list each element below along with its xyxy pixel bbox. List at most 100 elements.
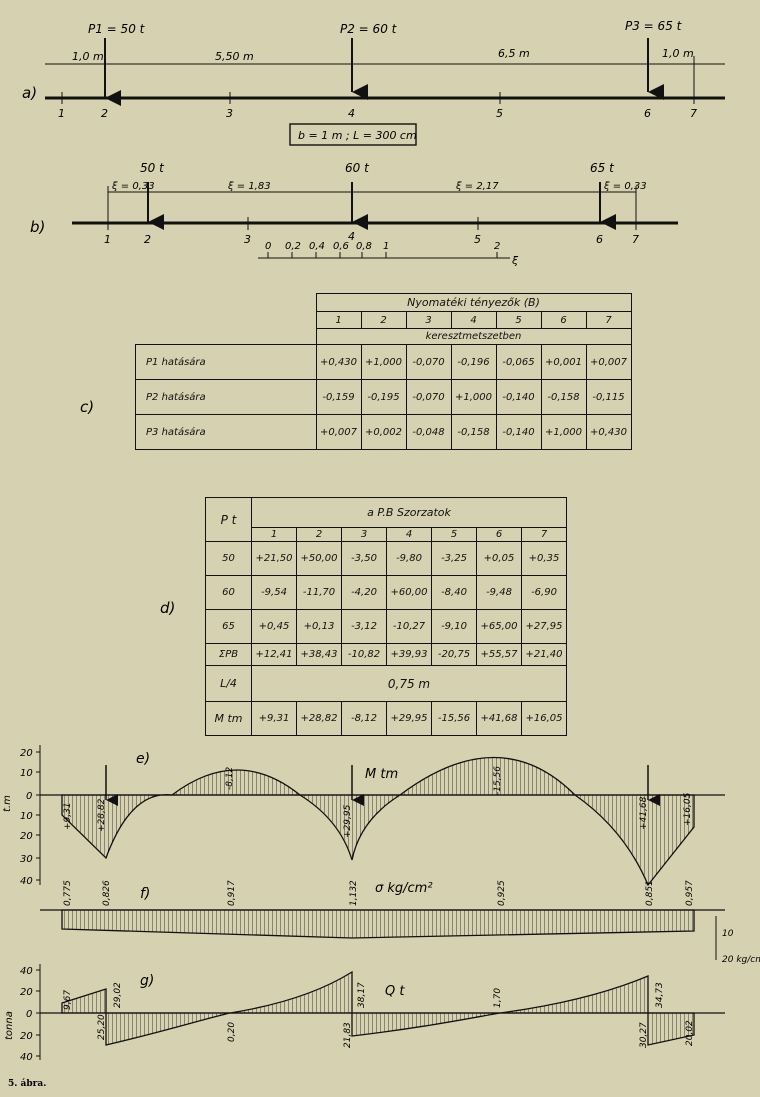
scale-1: 1 — [383, 241, 389, 252]
g-val-1: 9,67 — [63, 990, 73, 1010]
load-p1: P1 = 50 t — [88, 22, 146, 36]
section-box: b = 1 m ; L = 300 cm — [298, 129, 417, 142]
d-cell: +12,41 — [251, 643, 297, 666]
g-val-5: 38,17 — [357, 982, 367, 1008]
pt-b1: 1 — [104, 233, 111, 246]
d-row-label: ΣPB — [205, 643, 252, 666]
d-col-7: 7 — [521, 527, 567, 542]
e-moment-label: M tm — [365, 767, 398, 782]
g-tick-20b: 20 — [20, 1031, 33, 1042]
c-cell: -0,195 — [360, 379, 407, 415]
e-tick-20: 20 — [20, 748, 33, 759]
e-val-5: -15,56 — [493, 766, 503, 795]
pt-a5: 5 — [496, 107, 503, 120]
c-cell: -0,070 — [405, 344, 452, 380]
g-val-10: 20,02 — [685, 1020, 695, 1046]
table-row: 60 -9,54 -11,70 -4,20 +60,00 -8,40 -9,48… — [205, 575, 567, 610]
span-b4: ξ = 0,33 — [603, 181, 647, 192]
d-cell: +27,95 — [521, 609, 567, 644]
c-cell: -0,158 — [450, 414, 497, 450]
d-cell: -9,54 — [251, 575, 297, 610]
c-col-2: 2 — [360, 311, 407, 329]
d-cell: +41,68 — [476, 701, 522, 736]
pt-a4: 4 — [348, 107, 355, 120]
d-col-5: 5 — [431, 527, 477, 542]
pt-a6: 6 — [644, 107, 651, 120]
label-g: g) — [140, 973, 154, 989]
span-a3: 6,5 m — [498, 47, 530, 60]
scale-04: 0,4 — [309, 241, 325, 252]
d-col-1: 1 — [251, 527, 297, 542]
g-tick-40: 40 — [20, 966, 33, 977]
c-cell: +0,430 — [315, 344, 362, 380]
e-tick-40: 40 — [20, 876, 33, 887]
d-cell: +21,50 — [251, 541, 297, 576]
e-tick-10: 10 — [20, 768, 33, 779]
d-cell: +38,43 — [296, 643, 342, 666]
d-row-label: 65 — [205, 609, 252, 644]
g-val-7: 1,70 — [493, 988, 503, 1008]
d-cell: +50,00 — [296, 541, 342, 576]
f-val-4: 1,132 — [349, 880, 359, 906]
d-l4-value: 0,75 m — [251, 665, 567, 702]
table-row: M tm +9,31 +28,82 -8,12 +29,95 -15,56 +4… — [205, 701, 567, 736]
d-col-4: 4 — [386, 527, 432, 542]
g-q-label: Q t — [385, 984, 405, 999]
d-row-label: 50 — [205, 541, 252, 576]
c-cell: -0,070 — [405, 379, 452, 415]
g-axis-unit: tonna — [4, 1011, 15, 1040]
g-val-4: 0,20 — [227, 1022, 237, 1042]
e-axis-unit: t.m — [2, 795, 13, 812]
c-cell: +0,002 — [360, 414, 407, 450]
g-val-9: 30,27 — [639, 1022, 649, 1048]
d-cell: -10,27 — [386, 609, 432, 644]
c-row-label: P3 hatására — [135, 414, 317, 450]
scale-02: 0,2 — [285, 241, 301, 252]
e-tick-0: 0 — [26, 791, 32, 802]
d-row-label: 60 — [205, 575, 252, 610]
d-cell: +16,05 — [521, 701, 567, 736]
c-cell: +0,001 — [540, 344, 587, 380]
f-val-2: 0,826 — [102, 880, 112, 906]
d-cell: +0,45 — [251, 609, 297, 644]
d-cell: -9,48 — [476, 575, 522, 610]
f-scale-20: 20 kg/cm² — [722, 955, 760, 965]
e-tick-30: 30 — [20, 854, 33, 865]
table-c-subtitle: keresztmetszetben — [315, 328, 632, 345]
c-cell: -0,196 — [450, 344, 497, 380]
scale-06: 0,6 — [333, 241, 349, 252]
f-val-6: 0,851 — [645, 880, 655, 906]
g-val-8: 34,73 — [655, 982, 665, 1008]
part-b: b) 50 t 60 t 65 t ξ = 0,33 ξ = 1,83 ξ = … — [30, 161, 678, 267]
d-cell: +0,05 — [476, 541, 522, 576]
table-d: P t a P.B Szorzatok 1 2 3 4 5 6 7 50 +21… — [205, 497, 567, 736]
c-cell: +0,430 — [585, 414, 632, 450]
table-row: 65 +0,45 +0,13 -3,12 -10,27 -9,10 +65,00… — [205, 609, 567, 644]
g-val-6: 21,83 — [343, 1022, 353, 1048]
c-col-7: 7 — [585, 311, 632, 329]
pt-b2: 2 — [144, 233, 151, 246]
d-cell: -9,10 — [431, 609, 477, 644]
span-a1: 1,0 m — [72, 50, 104, 63]
d-cell: +9,31 — [251, 701, 297, 736]
c-row-label: P1 hatására — [135, 344, 317, 380]
d-cell: +60,00 — [386, 575, 432, 610]
c-cell: -0,158 — [540, 379, 587, 415]
label-d: d) — [160, 599, 175, 617]
c-cell: +1,000 — [360, 344, 407, 380]
f-val-5: 0,925 — [497, 880, 507, 906]
d-cell: +29,95 — [386, 701, 432, 736]
d-cell: +39,93 — [386, 643, 432, 666]
pt-b6: 6 — [596, 233, 603, 246]
label-c: c) — [80, 398, 94, 416]
d-cell: +21,40 — [521, 643, 567, 666]
d-cell: -9,80 — [386, 541, 432, 576]
d-col-2: 2 — [296, 527, 342, 542]
scale-2: 2 — [494, 241, 500, 252]
span-a2: 5,50 m — [215, 50, 254, 63]
pt-b5: 5 — [474, 233, 481, 246]
d-cell: -20,75 — [431, 643, 477, 666]
table-d-title: a P.B Szorzatok — [251, 497, 567, 528]
d-m-label: M tm — [205, 701, 252, 736]
